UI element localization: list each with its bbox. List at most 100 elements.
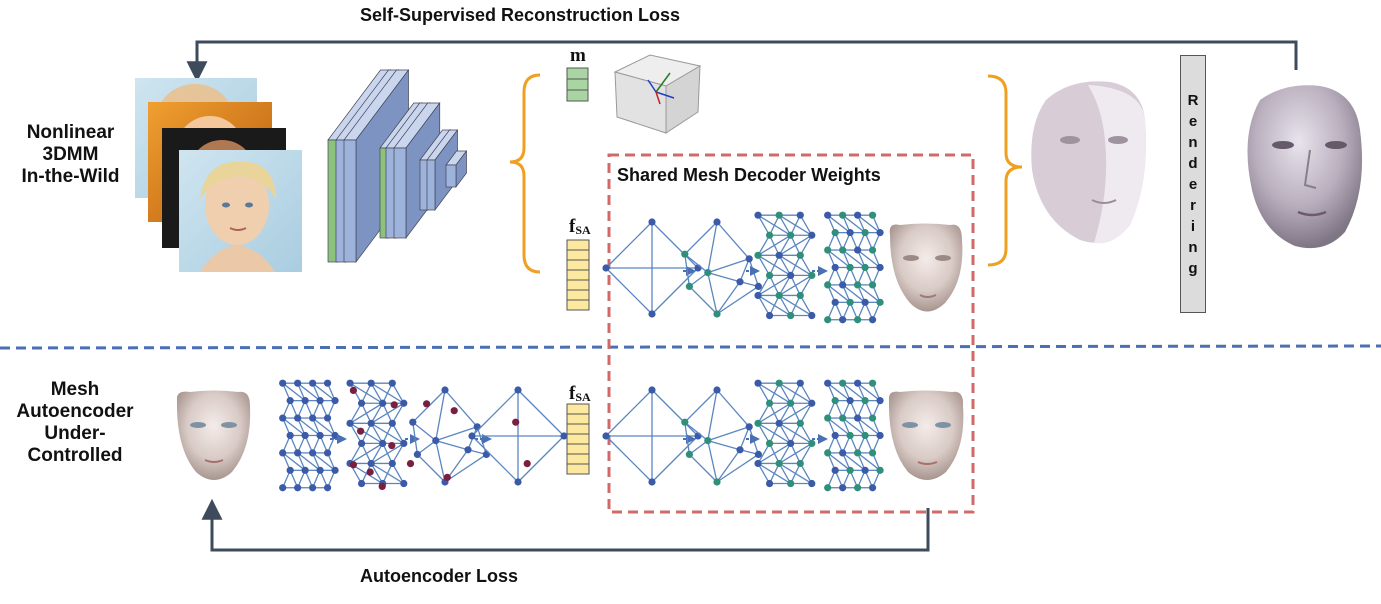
pooled-node xyxy=(349,461,357,469)
graph-edge xyxy=(391,423,405,444)
graph-edge xyxy=(799,214,813,236)
graph-edge xyxy=(651,435,699,483)
section-divider xyxy=(0,344,1381,350)
graph-edge xyxy=(312,452,336,471)
graph-edge xyxy=(827,249,851,268)
pooled-node xyxy=(349,386,357,394)
graph-node xyxy=(279,379,287,387)
graph-node xyxy=(367,379,375,387)
graph-node xyxy=(602,264,610,272)
pooled-node xyxy=(357,427,365,435)
graph-edge xyxy=(857,214,881,234)
f-vector-bottom xyxy=(566,403,590,475)
graph-node xyxy=(367,459,375,468)
graph-node xyxy=(861,466,869,474)
graph-node xyxy=(441,386,449,394)
graph-node xyxy=(331,431,339,440)
vector-cell xyxy=(566,249,590,261)
graph-edge xyxy=(412,422,419,455)
graph-edge xyxy=(417,440,437,455)
graph-node xyxy=(648,386,656,394)
cnn-slab-front xyxy=(445,164,457,188)
graph-node xyxy=(854,449,862,457)
graph-node xyxy=(808,399,816,407)
graph-node xyxy=(357,479,366,488)
graph-edge xyxy=(757,443,771,464)
graph-node xyxy=(400,479,408,488)
graph-node xyxy=(754,291,762,300)
graph-edge xyxy=(716,281,741,315)
graph-node xyxy=(413,450,421,458)
graph-edge xyxy=(349,382,363,404)
graph-node xyxy=(309,449,317,457)
graph-node xyxy=(357,439,366,447)
rendering-letter: i xyxy=(1190,217,1196,235)
graph-edge xyxy=(391,382,405,404)
graph-edge xyxy=(827,417,851,436)
graph-node xyxy=(831,397,839,405)
graph-node xyxy=(713,386,721,394)
graph-node xyxy=(839,449,847,457)
graph-node xyxy=(839,379,847,387)
graph-edge xyxy=(778,443,792,464)
photo-icon xyxy=(205,165,269,245)
graph-edge xyxy=(707,221,718,273)
graph-edge xyxy=(689,440,709,455)
graph-edge xyxy=(768,463,780,484)
f-vector-label-bottom: fSA xyxy=(569,383,591,404)
graph-node xyxy=(754,419,762,427)
graph-node xyxy=(831,229,839,237)
graph-node xyxy=(681,250,689,258)
graph-node xyxy=(736,278,744,286)
graph-edge xyxy=(842,214,866,234)
graph-edge xyxy=(790,214,801,236)
graph-node xyxy=(846,431,854,440)
mesh-graphs xyxy=(279,211,884,492)
graph-edge xyxy=(684,389,718,423)
graph-node xyxy=(839,316,847,324)
graph-node xyxy=(745,423,753,431)
graph-node xyxy=(765,439,774,447)
graph-edge xyxy=(349,423,363,444)
graph-node xyxy=(831,263,839,272)
graph-edge xyxy=(842,452,866,471)
graph-edge xyxy=(799,255,813,276)
graph-edge xyxy=(768,255,780,276)
graph-edge xyxy=(517,435,565,483)
graph-node xyxy=(316,466,324,474)
graph-node xyxy=(765,231,774,239)
photo-icon xyxy=(222,202,230,208)
graph-node xyxy=(796,291,804,300)
graph-edge xyxy=(370,463,384,484)
graph-node xyxy=(409,418,417,426)
pooled-node xyxy=(450,407,458,415)
graph-edge xyxy=(757,274,792,297)
autoencoder-loss-label: Autoencoder Loss xyxy=(360,566,519,586)
graph-edge xyxy=(444,389,478,428)
face-mesh-icon xyxy=(1247,85,1363,249)
graph-node xyxy=(861,431,869,440)
graph-node xyxy=(787,271,795,279)
graph-node xyxy=(846,229,854,237)
graph-edge xyxy=(716,453,759,483)
graph-edge xyxy=(768,423,780,444)
graph-edge xyxy=(684,422,691,455)
graph-node xyxy=(704,269,712,277)
pooled-node xyxy=(388,442,396,450)
graph-edge xyxy=(799,382,813,404)
graph-edge xyxy=(790,463,801,484)
graph-node xyxy=(685,282,694,290)
photo-icon xyxy=(200,161,276,200)
graph-node xyxy=(868,484,877,492)
graph-node xyxy=(846,263,854,272)
graph-node xyxy=(808,439,816,447)
graph-node xyxy=(868,316,877,324)
graph-edge xyxy=(370,442,405,465)
graph-node xyxy=(846,298,854,306)
graph-edge xyxy=(768,214,780,236)
graph-node xyxy=(854,316,862,324)
graph-edge xyxy=(435,439,469,451)
graph-node xyxy=(775,211,783,219)
graph-node xyxy=(754,379,762,387)
graph-edge xyxy=(778,234,792,256)
